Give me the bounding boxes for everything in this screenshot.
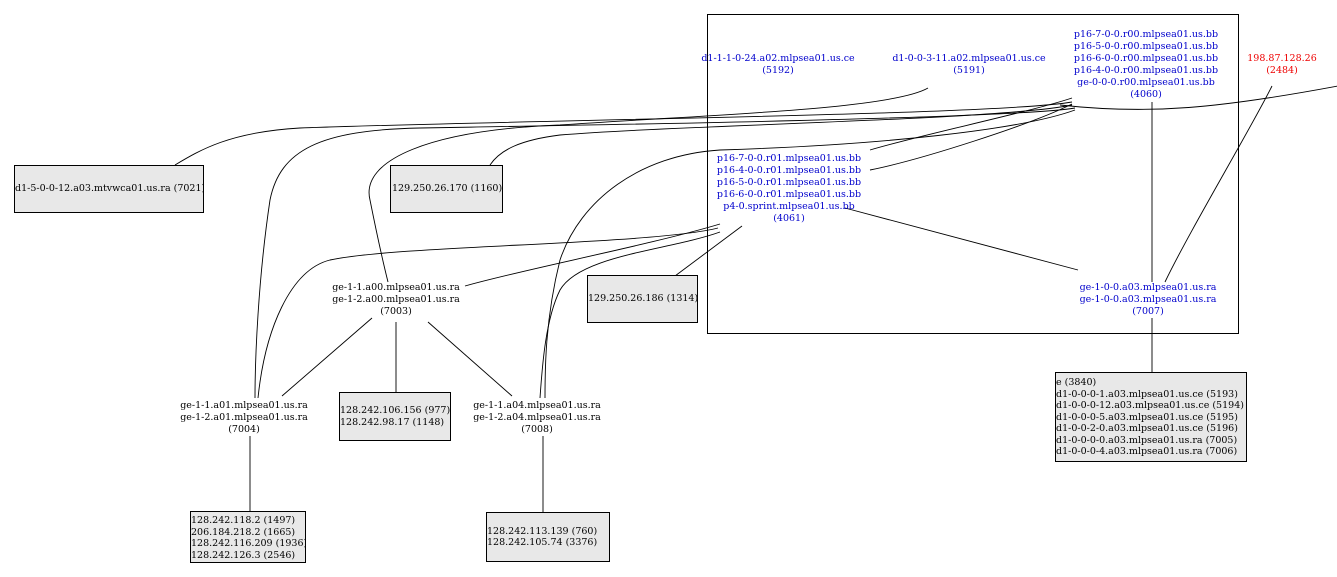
node-line: (2484) bbox=[1266, 65, 1298, 76]
box-line: d1-0-0-0-12.a03.mlpsea01.us.ce (5194) bbox=[1056, 400, 1244, 411]
node-line: (7004) bbox=[228, 424, 260, 435]
node-line: p4-0.sprint.mlpsea01.us.bb bbox=[723, 201, 855, 212]
node-line: p16-7-0-0.r00.mlpsea01.us.bb bbox=[1073, 29, 1219, 40]
node-ra-7004[interactable]: ge-1-1.a01.mlpsea01.us.ra ge-1-2.a01.mlp… bbox=[180, 400, 308, 436]
node-line: (4061) bbox=[773, 213, 805, 224]
node-line: p16-6-0-0.r01.mlpsea01.us.bb bbox=[716, 189, 862, 200]
node-bb-4061[interactable]: p16-7-0-0.r01.mlpsea01.us.bb p16-4-0-0.r… bbox=[717, 153, 861, 225]
box-line: d1-5-0-0-12.a03.mtvwca01.us.ra (7021) bbox=[15, 183, 204, 195]
node-line: p16-4-0-0.r00.mlpsea01.us.bb bbox=[1073, 65, 1219, 76]
node-ce-5192[interactable]: d1-1-1-0-24.a02.mlpsea01.us.ce (5192) bbox=[701, 53, 854, 77]
box-line: d1-0-0-0-5.a03.mlpsea01.us.ce (5195) bbox=[1056, 411, 1238, 423]
edge-4060-7008 bbox=[544, 109, 1076, 399]
box-line: 128.242.98.17 (1148) bbox=[340, 416, 445, 428]
edge-4061-7007 bbox=[844, 207, 1079, 271]
node-line: d1-0-0-3-11.a02.mlpsea01.us.ce bbox=[892, 53, 1046, 64]
node-line: p16-4-0-0.r01.mlpsea01.us.bb bbox=[716, 165, 862, 176]
box-line: 128.242.126.3 (2546) bbox=[191, 549, 296, 561]
node-line: p16-5-0-0.r01.mlpsea01.us.bb bbox=[716, 177, 862, 188]
node-line: (4060) bbox=[1130, 89, 1162, 100]
edge-7003-7004 bbox=[281, 317, 373, 397]
edge-5191-7003 bbox=[368, 87, 929, 283]
box-lines: 128.242.106.156 (977) 128.242.98.17 (114… bbox=[340, 405, 450, 428]
node-line: p16-6-0-0.r00.mlpsea01.us.bb bbox=[1073, 53, 1219, 64]
node-line: p16-5-0-0.r00.mlpsea01.us.bb bbox=[1073, 41, 1219, 52]
node-line: ge-1-2.a01.mlpsea01.us.ra bbox=[180, 412, 308, 423]
node-bb-4060[interactable]: p16-7-0-0.r00.mlpsea01.us.bb p16-5-0-0.r… bbox=[1074, 29, 1218, 101]
node-line: ge-1-2.a04.mlpsea01.us.ra bbox=[473, 412, 601, 423]
node-ra-7008[interactable]: ge-1-1.a04.mlpsea01.us.ra ge-1-2.a04.mlp… bbox=[473, 400, 601, 436]
box-line: e (3840) bbox=[1056, 377, 1097, 388]
node-line: ge-1-1.a01.mlpsea01.us.ra bbox=[180, 400, 308, 411]
node-ce-5191[interactable]: d1-0-0-3-11.a02.mlpsea01.us.ce (5191) bbox=[892, 53, 1045, 77]
box-line: 128.242.118.2 (1497) bbox=[191, 515, 296, 526]
edge-4060-4061-a bbox=[869, 97, 1073, 151]
edge-4061-7003 bbox=[464, 223, 721, 287]
node-line: ge-0-0-0.r00.mlpsea01.us.bb bbox=[1077, 77, 1215, 88]
edge-4060-4061-b bbox=[869, 103, 1073, 171]
edge-4060-7004 bbox=[254, 107, 1076, 399]
node-box-977[interactable]: 128.242.106.156 (977) 128.242.98.17 (114… bbox=[339, 392, 451, 441]
node-box-1314[interactable]: 129.250.26.186 (1314) bbox=[587, 275, 698, 323]
node-line: ge-1-2.a00.mlpsea01.us.ra bbox=[332, 294, 460, 305]
box-line: 128.242.113.139 (760) bbox=[487, 525, 598, 537]
edge-2484-7007 bbox=[1164, 85, 1273, 283]
node-ext-2484[interactable]: 198.87.128.26 (2484) bbox=[1247, 53, 1317, 77]
node-line: (7008) bbox=[521, 424, 553, 435]
node-ra-7003[interactable]: ge-1-1.a00.mlpsea01.us.ra ge-1-2.a00.mlp… bbox=[332, 282, 460, 318]
edge-7003-7008 bbox=[427, 321, 513, 397]
node-line: 198.87.128.26 bbox=[1247, 53, 1317, 64]
node-box-1497[interactable]: 128.242.118.2 (1497) 206.184.218.2 (1665… bbox=[190, 511, 306, 563]
box-line: d1-0-0-0-0.a03.mlpsea01.us.ra (7005) bbox=[1056, 434, 1238, 446]
box-line: d1-0-0-0-4.a03.mlpsea01.us.ra (7006) bbox=[1056, 446, 1238, 457]
box-line: 129.250.26.170 (1160) bbox=[392, 183, 503, 195]
node-line: p16-7-0-0.r01.mlpsea01.us.bb bbox=[716, 153, 862, 164]
node-line: (7003) bbox=[380, 306, 412, 317]
node-ra-7007[interactable]: ge-1-0-0.a03.mlpsea01.us.ra ge-1-0-0.a03… bbox=[1080, 282, 1217, 318]
node-box-7021[interactable]: d1-5-0-0-12.a03.mtvwca01.us.ra (7021) bbox=[14, 165, 204, 213]
node-line: (5191) bbox=[953, 65, 985, 76]
node-line: ge-1-0-0.a03.mlpsea01.us.ra bbox=[1079, 282, 1217, 293]
node-line: (5192) bbox=[762, 65, 794, 76]
box-line: d1-0-0-2-0.a03.mlpsea01.us.ce (5196) bbox=[1056, 423, 1238, 434]
site-cluster-border bbox=[707, 14, 1239, 334]
edge-4061-7004 bbox=[257, 227, 719, 399]
node-line: ge-1-0-0.a03.mlpsea01.us.ra bbox=[1079, 294, 1217, 305]
node-box-760[interactable]: 128.242.113.139 (760) 128.242.105.74 (33… bbox=[486, 512, 610, 562]
box-lines: 128.242.113.139 (760) 128.242.105.74 (33… bbox=[487, 526, 597, 549]
box-line: 128.242.116.209 (1936) bbox=[191, 538, 306, 549]
box-line: 128.242.106.156 (977) bbox=[340, 405, 451, 416]
node-line: d1-1-1-0-24.a02.mlpsea01.us.ce bbox=[701, 53, 855, 64]
box-line: 129.250.26.186 (1314) bbox=[588, 293, 698, 305]
node-line: ge-1-1.a04.mlpsea01.us.ra bbox=[473, 400, 601, 411]
node-box-1160[interactable]: 129.250.26.170 (1160) bbox=[390, 165, 503, 213]
edge-7007-ext bbox=[1059, 85, 1337, 110]
node-line: (7007) bbox=[1132, 306, 1164, 317]
edge-4061-1314 bbox=[674, 225, 743, 277]
edge-4061-7008 bbox=[539, 231, 721, 399]
node-box-3840[interactable]: e (3840) d1-0-0-0-1.a03.mlpsea01.us.ce (… bbox=[1055, 372, 1247, 462]
box-line: 128.242.105.74 (3376) bbox=[487, 537, 598, 548]
box-line: 206.184.218.2 (1665) bbox=[191, 526, 296, 538]
node-line: ge-1-1.a00.mlpsea01.us.ra bbox=[332, 282, 460, 293]
edge-4060-7021 bbox=[174, 101, 1073, 166]
box-line: d1-0-0-0-1.a03.mlpsea01.us.ce (5193) bbox=[1056, 388, 1238, 400]
